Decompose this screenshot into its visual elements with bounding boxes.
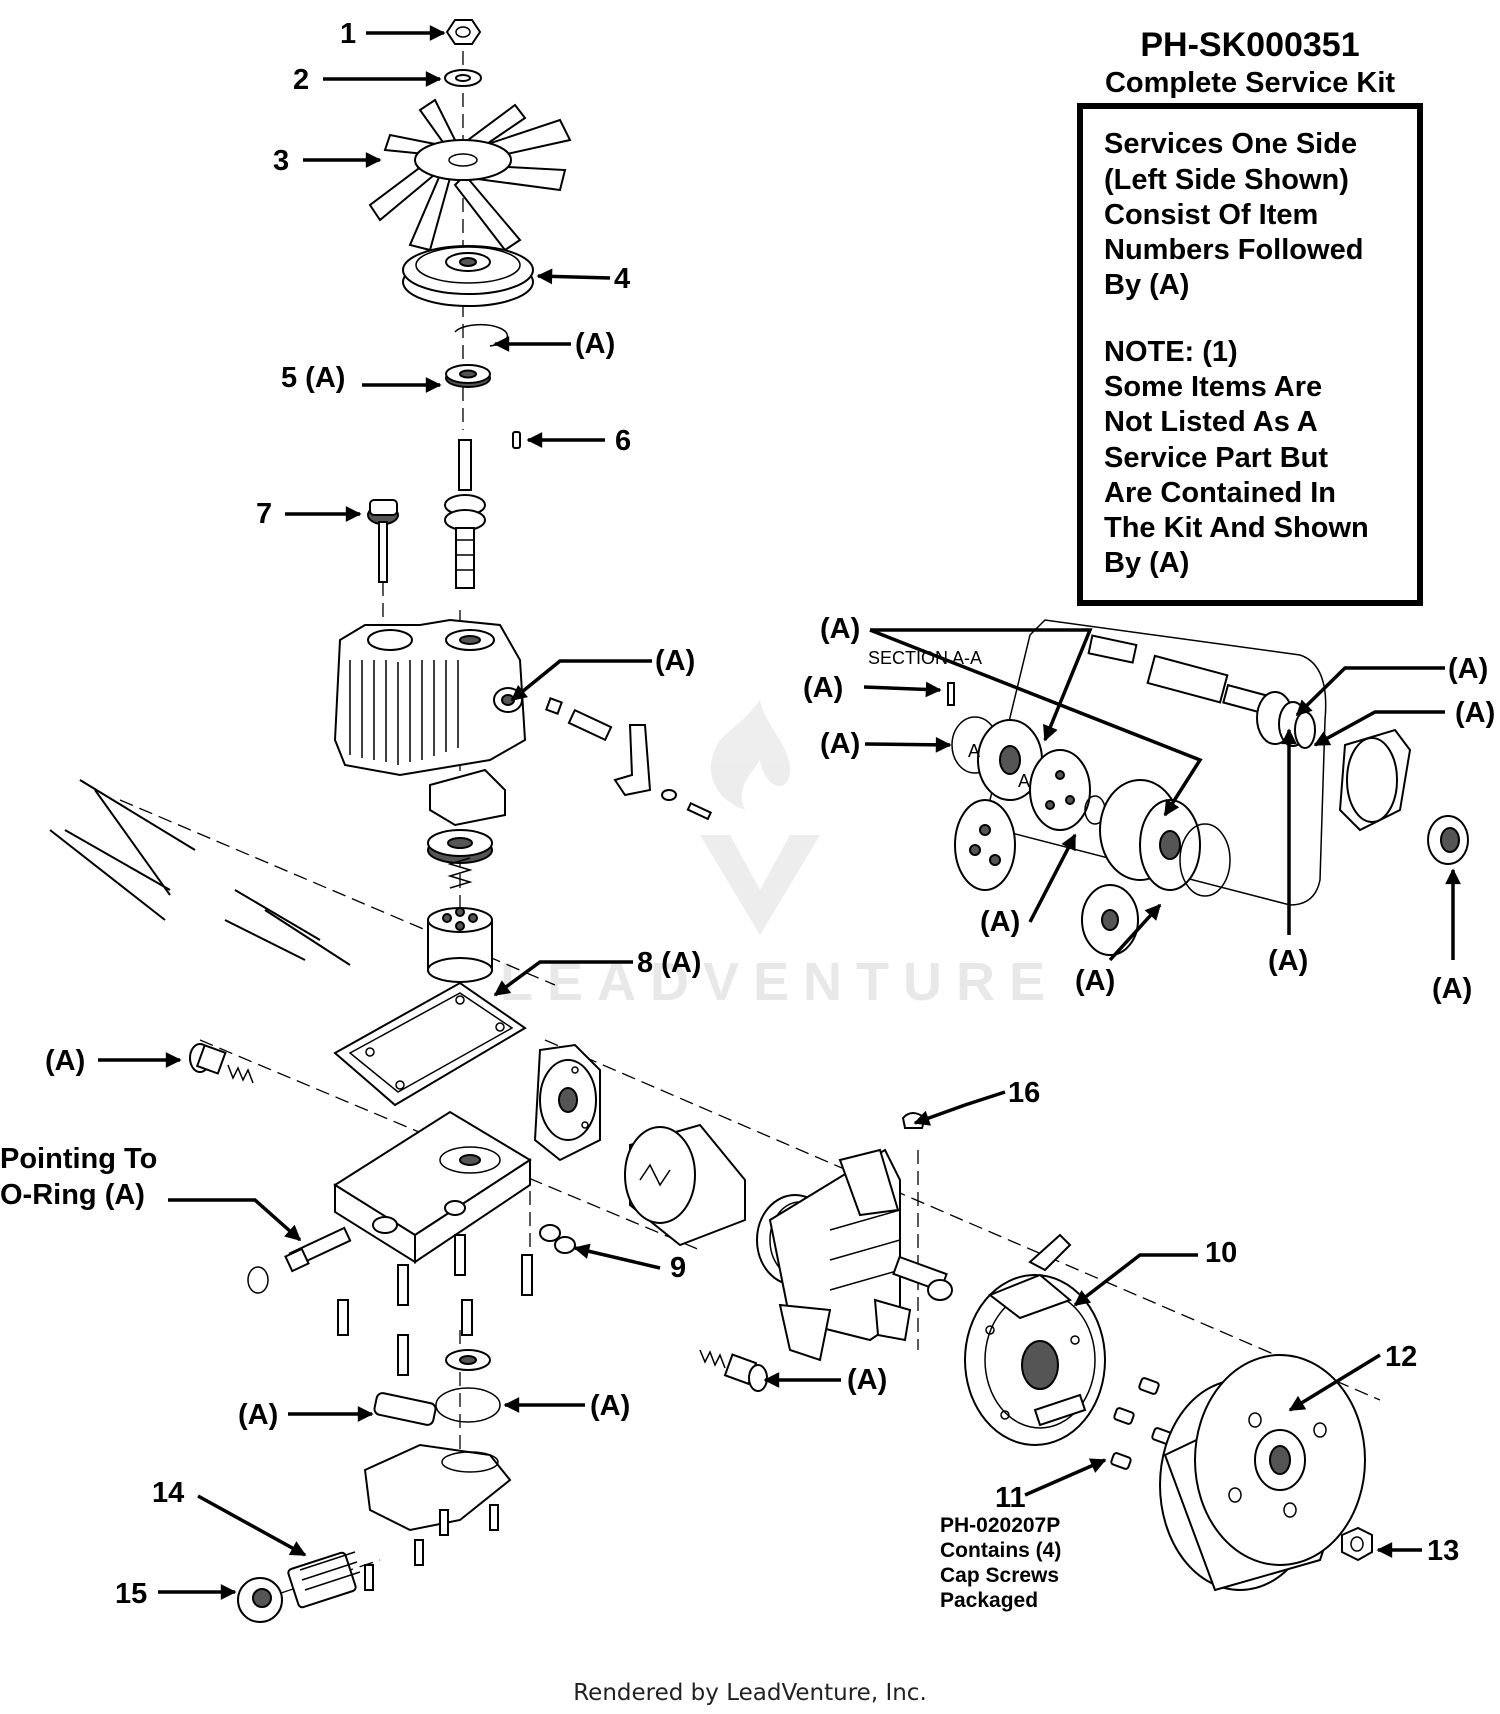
section-inset — [947, 619, 1469, 956]
section-label-a: (A) — [820, 728, 860, 760]
caps-part-9 — [539, 1224, 576, 1254]
filter-housing — [363, 1443, 512, 1591]
key-part-6 — [512, 431, 521, 449]
item-11-note: PH-020207P Contains (4) Cap Screws Packa… — [940, 1514, 1061, 1612]
o-ring-small — [247, 1266, 269, 1294]
gasket-part-8 — [333, 981, 527, 1107]
bypass-linkage — [545, 697, 713, 821]
kit-line: Are Contained In — [1104, 477, 1336, 509]
cap-part-15 — [237, 1577, 283, 1623]
section-label-a: (A) — [1448, 653, 1488, 685]
brake-part-10 — [964, 1233, 1106, 1446]
kit-line: (Left Side Shown) — [1104, 164, 1349, 196]
section-label-a: (A) — [803, 672, 843, 704]
label-item-9: 9 — [670, 1252, 686, 1284]
section-title: SECTION A-A — [868, 648, 982, 668]
label-item-5: 5 (A) — [281, 362, 345, 394]
spring — [447, 857, 473, 889]
dipstick-part-7 — [367, 499, 399, 583]
label-item-4: 4 — [614, 263, 630, 295]
upper-housing — [333, 618, 527, 777]
section-label-a: (A) — [1432, 973, 1472, 1005]
note11-line: Packaged — [940, 1589, 1038, 1612]
filter-screen-cover — [429, 768, 506, 827]
cap-screws-part-11 — [1110, 1377, 1173, 1470]
label-oring-note-1: Pointing To — [0, 1143, 157, 1175]
section-label-a: (A) — [1455, 697, 1495, 729]
axle-housing — [756, 1148, 953, 1362]
label-snap-ring-a: (A) — [575, 328, 615, 360]
fan-part-3 — [368, 98, 572, 252]
note11-line: Contains (4) — [940, 1539, 1061, 1562]
nut-part-1 — [445, 19, 482, 45]
coupler-sleeve — [624, 1123, 746, 1247]
hub-part-12 — [1159, 1354, 1366, 1592]
input-shaft — [444, 439, 486, 589]
label-item-16: 16 — [1008, 1077, 1040, 1109]
label-housing-a: (A) — [655, 645, 695, 677]
kit-line: Numbers Followed — [1104, 234, 1363, 266]
washer-part-2 — [444, 69, 482, 87]
round-o-ring — [435, 1387, 501, 1423]
section-label-a: (A) — [980, 906, 1020, 938]
small-bolts — [337, 1234, 533, 1376]
label-item-3: 3 — [273, 145, 289, 177]
kit-line: Some Items Are — [1104, 371, 1322, 403]
note11-line: PH-020207P — [940, 1514, 1060, 1537]
label-item-15: 15 — [115, 1578, 147, 1610]
footer-credit: Rendered by LeadVenture, Inc. — [573, 1680, 927, 1706]
section-labels: SECTION A-A (A) (A) (A) (A) (A) (A) (A) … — [803, 613, 1495, 1005]
label-item-8: 8 (A) — [637, 947, 701, 979]
label-valve-a: (A) — [847, 1364, 887, 1396]
label-item-10: 10 — [1205, 1237, 1237, 1269]
kit-info-box — [1077, 103, 1423, 606]
label-item-12: 12 — [1385, 1341, 1417, 1373]
label-gasket-a: (A) — [238, 1399, 278, 1431]
lip-seal — [427, 829, 493, 864]
section-label-a: (A) — [1268, 945, 1308, 977]
section-label-a: (A) — [1075, 965, 1115, 997]
label-item-1: 1 — [340, 18, 356, 50]
nut-part-13 — [1341, 1526, 1373, 1562]
square-gasket — [373, 1392, 437, 1426]
kit-line: By (A) — [1104, 547, 1189, 579]
center-section — [333, 1043, 601, 1264]
cylinder-block — [427, 907, 493, 983]
bearing-part-5 — [445, 364, 491, 388]
long-bolts — [49, 779, 351, 966]
kit-line: Not Listed As A — [1104, 406, 1318, 438]
pulley-part-4 — [402, 245, 534, 307]
label-ring-a: (A) — [590, 1390, 630, 1422]
filter-disc — [445, 1349, 491, 1371]
label-item-14: 14 — [152, 1477, 184, 1509]
note11-line: Cap Screws — [940, 1564, 1059, 1587]
kit-subtitle: Complete Service Kit — [1105, 67, 1395, 99]
bypass-rod — [284, 1226, 352, 1273]
filter-part-14 — [287, 1551, 361, 1609]
kit-part-number: PH-SK000351 — [1140, 26, 1359, 64]
kit-line: Consist Of Item — [1104, 199, 1318, 231]
section-cut-mark: A — [1018, 771, 1030, 791]
leader-arrows — [98, 25, 1461, 1600]
kit-line: Services One Side — [1104, 128, 1357, 160]
section-label-a: (A) — [820, 613, 860, 645]
label-item-7: 7 — [256, 498, 272, 530]
check-valve-left — [189, 1043, 254, 1084]
label-check-valve-a: (A) — [45, 1045, 85, 1077]
check-valve-right — [699, 1349, 768, 1392]
label-oring-note-2: O-Ring (A) — [0, 1179, 145, 1211]
label-item-13: 13 — [1427, 1535, 1459, 1567]
kit-line: The Kit And Shown — [1104, 512, 1369, 544]
kit-info-text: Services One Side (Left Side Shown) Cons… — [1104, 128, 1369, 579]
label-item-11: 11 — [995, 1482, 1026, 1514]
kit-line: By (A) — [1104, 269, 1189, 301]
label-item-2: 2 — [293, 64, 309, 96]
kit-line: Service Part But — [1104, 442, 1328, 474]
label-item-6: 6 — [615, 425, 631, 457]
kit-line: NOTE: (1) — [1104, 336, 1238, 368]
section-cut-mark: A — [968, 741, 980, 761]
item-labels: 1 2 3 4 (A) 5 (A) 6 7 (A) 8 (A) (A) Poin… — [0, 18, 1459, 1610]
